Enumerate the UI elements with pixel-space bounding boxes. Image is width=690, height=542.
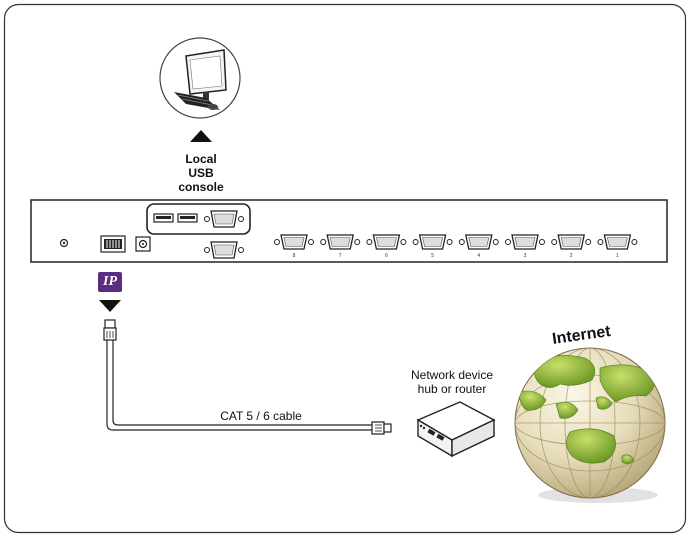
rj45-plug-end-icon <box>371 421 392 435</box>
vga-port-server-6: 6 <box>366 234 407 259</box>
kvm-rear-panel: 8 7 6 5 4 3 2 1 <box>30 199 668 263</box>
port-number-label: 8 <box>293 253 296 259</box>
console-label: Local USB console <box>166 152 236 194</box>
port-number-label: 5 <box>431 253 434 259</box>
power-jack <box>135 236 151 252</box>
vga-port-server-5: 5 <box>412 234 453 259</box>
network-device-label: Network device hub or router <box>388 368 516 396</box>
vga-port-server-1: 1 <box>597 234 638 259</box>
port-number-label: 7 <box>339 253 342 259</box>
vga-port-server-8: 8 <box>274 234 314 259</box>
network-device-label-line: Network device <box>410 368 494 382</box>
console-label-line: Local <box>185 152 217 166</box>
console-label-line: USB <box>188 166 214 180</box>
internet-label: Internet <box>551 323 612 348</box>
arrow-down-icon <box>99 300 121 312</box>
usb-port <box>153 213 174 223</box>
network-device-label-line: hub or router <box>417 382 487 396</box>
vga-port-server-2: 2 <box>551 234 592 259</box>
outer-frame <box>3 3 687 534</box>
vga-port-output <box>204 241 244 259</box>
vga-port-server-4: 4 <box>458 234 499 259</box>
port-number-label: 4 <box>477 253 480 259</box>
rj45-plug-icon <box>103 319 117 341</box>
lan-port <box>100 235 126 253</box>
computer-icon <box>159 37 241 119</box>
network-device-icon <box>416 401 496 458</box>
ground-icon <box>59 238 69 248</box>
console-label-line: console <box>178 180 224 194</box>
port-number-label: 2 <box>570 253 573 259</box>
usb-port <box>177 213 198 223</box>
globe-icon: Internet <box>514 323 666 503</box>
port-number-label: 6 <box>385 253 388 259</box>
vga-port-console <box>204 210 244 228</box>
cable <box>106 340 372 431</box>
port-number-label: 3 <box>524 253 527 259</box>
vga-port-server-3: 3 <box>505 234 545 259</box>
port-number-label: 1 <box>616 253 619 259</box>
cable-label: CAT 5 / 6 cable <box>220 409 302 423</box>
vga-port-server-7: 7 <box>320 234 361 259</box>
arrow-up-icon <box>190 130 212 142</box>
ip-badge: IP <box>98 272 122 292</box>
